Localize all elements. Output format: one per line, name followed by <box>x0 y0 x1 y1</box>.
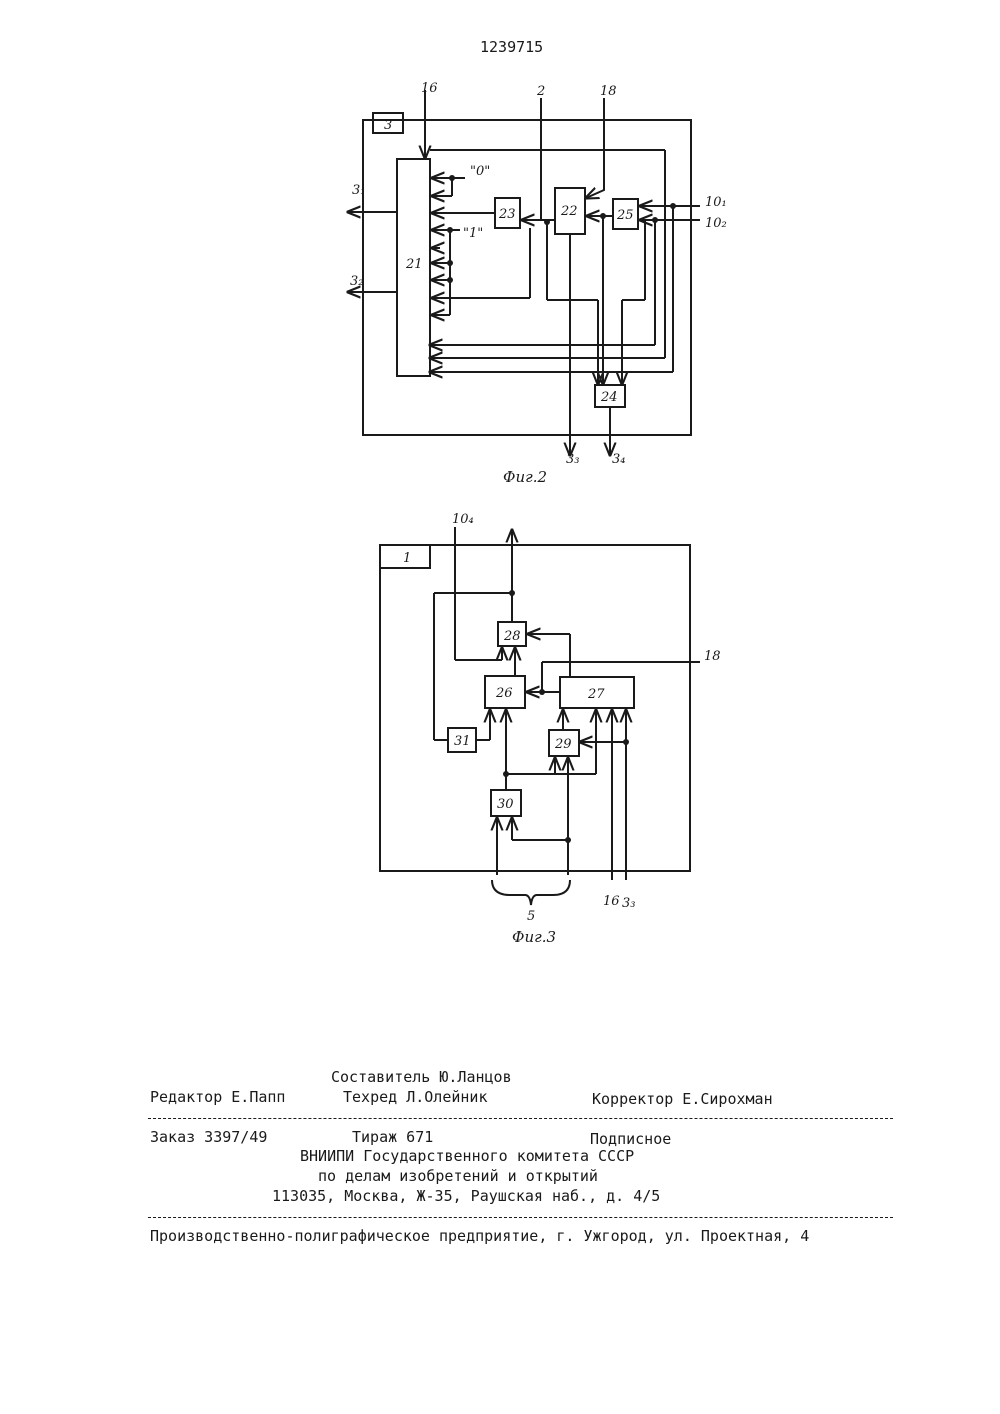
fig2-input-18: 18 <box>600 84 617 99</box>
editor-line: Редактор Е.Папп <box>150 1088 285 1106</box>
fig2-input-2: 2 <box>536 84 545 99</box>
techred-line: Техред Л.Олейник <box>343 1088 488 1106</box>
org-line-1: ВНИИПИ Государственного комитета СССР <box>300 1147 634 1165</box>
block-25-label: 25 <box>616 208 634 223</box>
fig3-block-label: 1 <box>403 551 411 566</box>
block-31-label: 31 <box>454 734 471 749</box>
block-22-label: 22 <box>560 204 578 219</box>
divider-bottom <box>148 1217 893 1218</box>
figure-2-diagram: 3 21 23 22 25 24 16 2 18 10₁ 10₂ <box>0 0 1000 1000</box>
block-23-label: 23 <box>498 207 516 222</box>
block-30-label: 30 <box>497 797 514 812</box>
subscription-line: Подписное <box>590 1130 671 1148</box>
fig2-input-10-1: 10₁ <box>705 195 727 210</box>
org-line-2: по делам изобретений и открытий <box>318 1167 598 1185</box>
order-line: Заказ 3397/49 <box>150 1128 267 1146</box>
fig3-caption: Фиг.3 <box>512 928 556 946</box>
fig2-input-16: 16 <box>421 81 438 96</box>
fig2-output-3-4: 3₄ <box>612 452 625 467</box>
fig2-const-1: "1" <box>463 226 483 241</box>
block-29-label: 29 <box>554 737 572 752</box>
fig3-frame <box>380 545 690 871</box>
fig2-output-3-1: 3₁ <box>352 183 365 198</box>
block-21-label: 21 <box>405 257 423 272</box>
block-26-label: 26 <box>495 686 513 701</box>
fig3-input-10-4: 10₄ <box>452 512 474 527</box>
fig2-output-3-3: 3₃ <box>566 452 579 467</box>
block-27-label: 27 <box>587 687 605 702</box>
fig2-input-10-2: 10₂ <box>705 216 727 231</box>
block-24-label: 24 <box>600 390 618 405</box>
fig3-input-18: 18 <box>704 649 721 664</box>
printer-line: Производственно-полиграфическое предприя… <box>150 1227 809 1245</box>
fig2-output-3-2: 3₂ <box>350 274 363 289</box>
circulation-line: Тираж 671 <box>352 1128 433 1146</box>
fig3-input-3-3: 3₃ <box>622 896 635 911</box>
corrector-line: Корректор Е.Сирохман <box>592 1090 773 1108</box>
fig2-caption: Фиг.2 <box>503 468 547 486</box>
address-line: 113035, Москва, Ж-35, Раушская наб., д. … <box>272 1187 660 1205</box>
fig3-bus-5: 5 <box>527 909 535 924</box>
compiler-line: Составитель Ю.Ланцов <box>331 1068 512 1086</box>
block-28-label: 28 <box>503 629 521 644</box>
fig2-frame <box>363 120 691 435</box>
divider-top <box>148 1118 893 1119</box>
fig2-const-0: "0" <box>470 164 490 179</box>
fig2-block-label: 3 <box>384 118 392 133</box>
fig3-input-16: 16 <box>603 894 620 909</box>
